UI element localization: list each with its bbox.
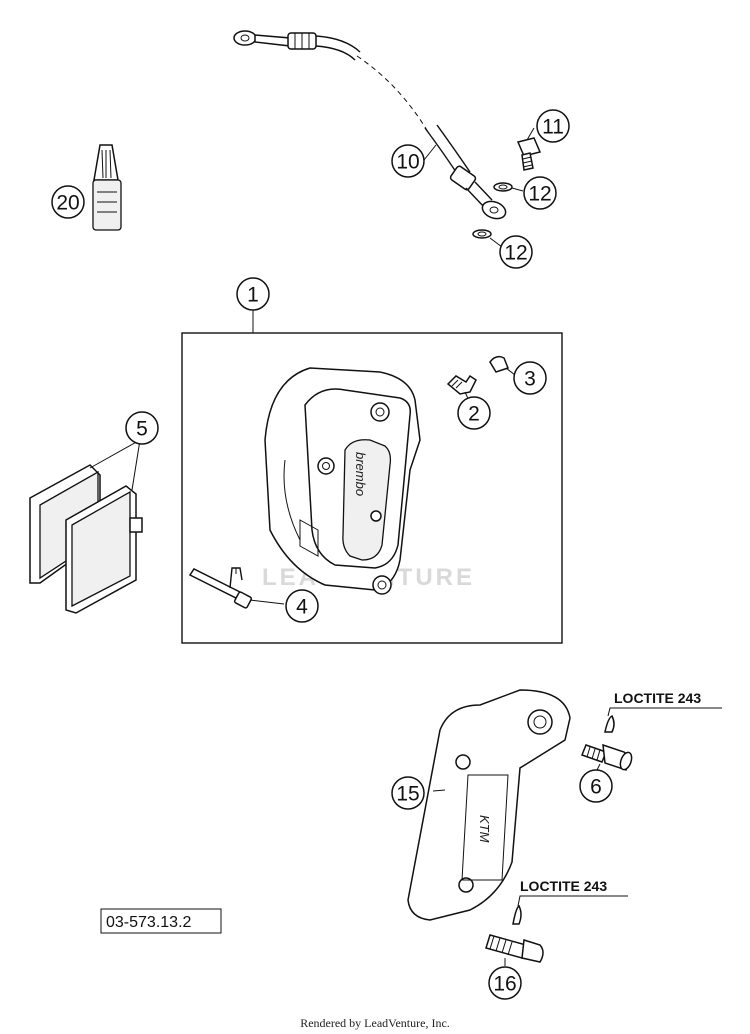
loctite-bottle	[92, 144, 122, 231]
svg-text:4: 4	[296, 596, 308, 619]
callout-20[interactable]: 20	[51, 185, 85, 219]
svg-text:20: 20	[56, 192, 79, 215]
bracket-bolt-upper	[581, 714, 633, 771]
part-number-box: 03-573.13.2	[100, 908, 222, 934]
callout-12-upper[interactable]: 12	[523, 176, 557, 210]
seal-washers	[472, 182, 513, 239]
svg-text:12: 12	[504, 242, 527, 265]
part-number: 03-573.13.2	[106, 914, 192, 931]
callout-4[interactable]: 4	[285, 589, 319, 623]
brake-caliper: brembo	[264, 367, 421, 595]
leader-lines	[89, 127, 722, 966]
callout-5[interactable]: 5	[125, 411, 159, 445]
svg-text:1: 1	[247, 284, 259, 307]
svg-text:12: 12	[528, 183, 551, 206]
loctite-drop-icon-2	[512, 904, 522, 925]
svg-text:2: 2	[468, 403, 480, 426]
loctite-drop-icon	[604, 714, 615, 733]
caliper-assembly-frame	[181, 332, 563, 644]
callout-10[interactable]: 10	[391, 144, 425, 178]
callout-12-lower[interactable]: 12	[499, 235, 533, 269]
pad-pin	[188, 567, 253, 609]
callout-2[interactable]: 2	[457, 396, 491, 430]
loctite-label-lower: LOCTITE 243	[520, 878, 607, 894]
callout-1[interactable]: 1	[236, 277, 270, 311]
callout-3[interactable]: 3	[513, 361, 547, 395]
banjo-bolt	[516, 137, 542, 171]
svg-text:3: 3	[524, 368, 536, 391]
brake-pads	[29, 464, 143, 614]
callout-11[interactable]: 11	[536, 109, 570, 143]
bracket-brand-text: KTM	[477, 815, 492, 843]
bleeder-valve	[446, 374, 477, 395]
caliper-brand-text: brembo	[353, 452, 368, 496]
svg-text:16: 16	[493, 973, 516, 996]
caliper-bracket: KTM	[407, 689, 571, 921]
loctite-label-upper: LOCTITE 243	[614, 690, 701, 706]
callout-16[interactable]: 16	[488, 966, 522, 1000]
callout-6[interactable]: 6	[579, 769, 613, 803]
svg-text:15: 15	[396, 783, 419, 806]
svg-text:5: 5	[136, 418, 148, 441]
svg-text:10: 10	[396, 151, 419, 174]
bleeder-cap	[489, 355, 509, 373]
svg-text:11: 11	[542, 116, 564, 139]
brake-hose	[233, 30, 507, 220]
footer-text: Rendered by LeadVenture, Inc.	[300, 1016, 450, 1030]
callouts: 1 2 3 4 5 6 10 11	[51, 109, 613, 1000]
bracket-bolt-lower	[485, 904, 544, 963]
svg-text:6: 6	[590, 776, 602, 799]
callout-15[interactable]: 15	[391, 776, 425, 810]
